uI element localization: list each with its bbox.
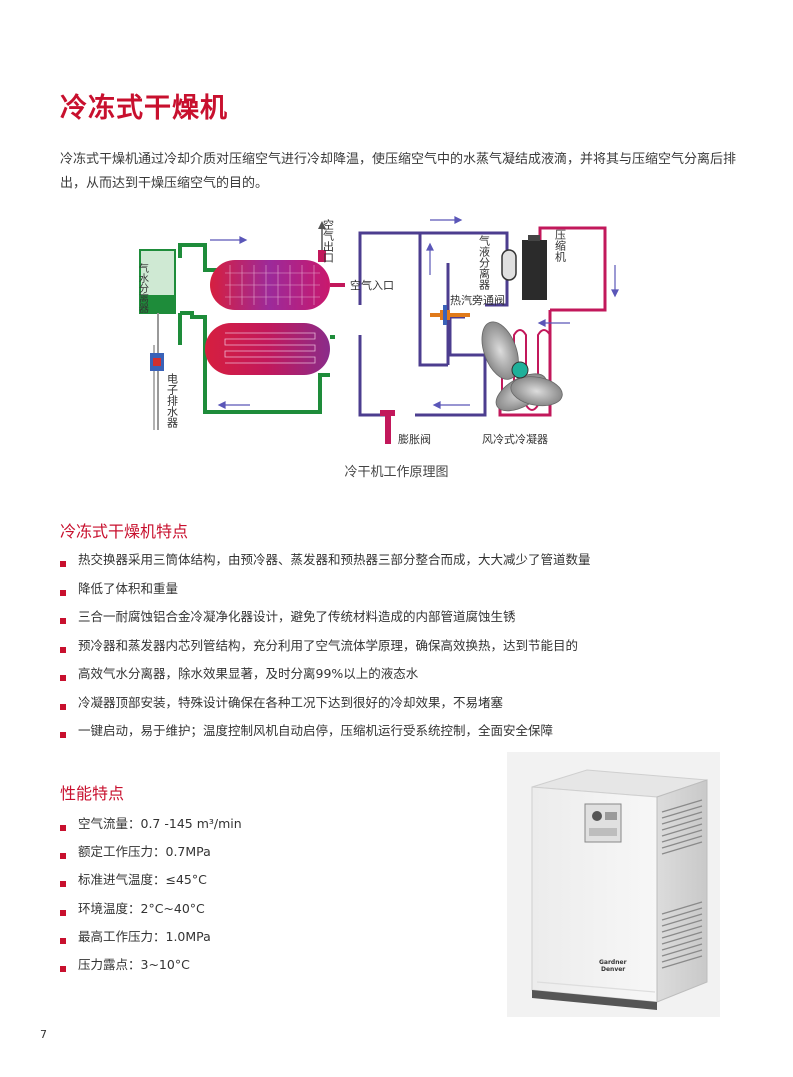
electronic-drain — [150, 313, 164, 430]
label-drain: 电子排水器 — [166, 373, 179, 429]
label-air-outlet: 空气出口 — [322, 218, 335, 263]
label-hot-gas-bypass-valve: 热汽旁通阀 — [450, 293, 505, 307]
air-cooled-condenser — [481, 321, 563, 412]
list-item: 三合一耐腐蚀铝合金冷凝净化器设计，避免了传统材料造成的内部管道腐蚀生锈 — [60, 607, 591, 636]
list-item: 压力露点：3~10°C — [60, 955, 242, 983]
list-item: 预冷器和蒸发器内芯列管结构，充分利用了空气流体学原理，确保高效换热，达到节能目的 — [60, 636, 591, 665]
water-separator — [139, 249, 176, 314]
dryer-principle-diagram: 气水分离器 空气出口 空气入口 气液分离器 压缩机 热汽旁通阀 电子排水器 膨胀… — [137, 216, 619, 446]
expansion-valve — [380, 410, 395, 444]
features-title: 冷冻式干燥机特点 — [60, 522, 189, 541]
list-item: 降低了体积和重量 — [60, 579, 591, 608]
list-item: 最高工作压力：1.0MPa — [60, 927, 242, 955]
brand-logo-line1: Gardner — [599, 959, 627, 966]
features-list: 热交换器采用三筒体结构，由预冷器、蒸发器和预热器三部分整合而成，大大减少了管道数… — [60, 550, 591, 750]
gas-liquid-separator — [501, 249, 517, 281]
green-air-pipes — [178, 243, 335, 414]
list-item: 环境温度：2°C~40°C — [60, 899, 242, 927]
label-separator: 气水分离器 — [137, 262, 149, 314]
label-air-inlet: 空气入口 — [350, 278, 394, 292]
intro-paragraph: 冷冻式干燥机通过冷却介质对压缩空气进行冷却降温，使压缩空气中的水蒸气凝结成液滴，… — [60, 152, 737, 191]
list-item: 额定工作压力：0.7MPa — [60, 842, 242, 870]
list-item: 高效气水分离器，除水效果显著，及时分离99%以上的液态水 — [60, 664, 591, 693]
hot-gas-bypass-valve — [430, 305, 470, 325]
label-air-cooled-condenser: 风冷式冷凝器 — [482, 432, 548, 446]
purple-refrigerant-pipes — [358, 231, 509, 417]
dryer-product-image: Gardner Denver — [507, 752, 720, 1017]
list-item: 冷凝器顶部安装，特殊设计确保在各种工况下达到很好的冷却效果，不易堵塞 — [60, 693, 591, 722]
page-title: 冷冻式干燥机 — [60, 93, 228, 124]
list-item: 标准进气温度：≤45°C — [60, 870, 242, 898]
evaporator-cylinder — [205, 323, 330, 375]
label-expansion-valve: 膨胀阀 — [398, 432, 431, 446]
list-item: 一键启动，易于维护；温度控制风机自动启停，压缩机运行受系统控制，全面安全保障 — [60, 721, 591, 750]
diagram-caption: 冷干机工作原理图 — [344, 465, 449, 480]
label-gas-liquid-separator: 气液分离器 — [478, 234, 491, 291]
list-item: 热交换器采用三筒体结构，由预冷器、蒸发器和预热器三部分整合而成，大大减少了管道数… — [60, 550, 591, 579]
performance-title: 性能特点 — [60, 784, 125, 803]
label-compressor: 压缩机 — [554, 229, 567, 262]
precooler-cylinder — [210, 250, 330, 310]
performance-list: 空气流量：0.7 -145 m³/min 额定工作压力：0.7MPa 标准进气温… — [60, 814, 242, 983]
flow-arrows — [210, 216, 619, 409]
compressor — [522, 235, 547, 300]
page-number: 7 — [40, 1028, 47, 1041]
brand-logo-line2: Denver — [601, 966, 625, 973]
list-item: 空气流量：0.7 -145 m³/min — [60, 814, 242, 842]
control-panel — [584, 803, 622, 843]
